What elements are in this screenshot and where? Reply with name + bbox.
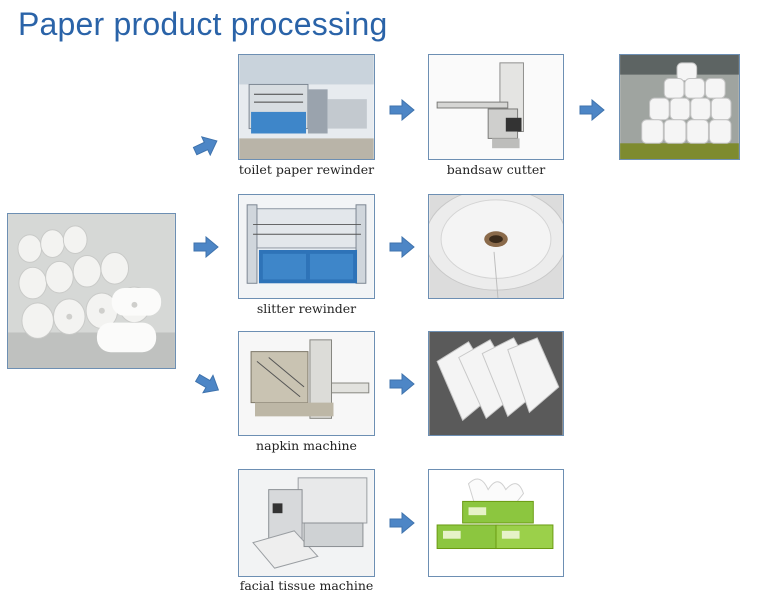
caption-toilet-paper-rewinder: toilet paper rewinder (238, 162, 375, 177)
toilet-rolls-product-image (619, 54, 740, 160)
facial-tissue-boxes-image (428, 469, 564, 577)
arrow-right-icon (389, 512, 415, 534)
arrow-right-icon (193, 236, 219, 258)
jumbo-rolls-image (7, 213, 176, 369)
arrow-right-icon (190, 131, 223, 162)
slitter-rewinder-image (238, 194, 375, 299)
caption-bandsaw-cutter: bandsaw cutter (446, 162, 546, 177)
arrow-right-icon (191, 368, 225, 400)
facial-tissue-machine-image (238, 469, 375, 577)
slit-rolls-image (428, 194, 564, 299)
bandsaw-cutter-image (428, 54, 564, 160)
toilet-paper-rewinder-image (238, 54, 375, 160)
arrow-right-icon (579, 99, 605, 121)
arrow-right-icon (389, 373, 415, 395)
arrow-right-icon (389, 236, 415, 258)
caption-facial-tissue-machine: facial tissue machine (239, 578, 374, 593)
caption-napkin-machine: napkin machine (256, 438, 357, 453)
napkin-machine-image (238, 331, 375, 436)
page-title: Paper product processing (18, 6, 388, 42)
napkins-product-image (428, 331, 564, 436)
caption-slitter-rewinder: slitter rewinder (256, 301, 357, 316)
arrow-right-icon (389, 99, 415, 121)
